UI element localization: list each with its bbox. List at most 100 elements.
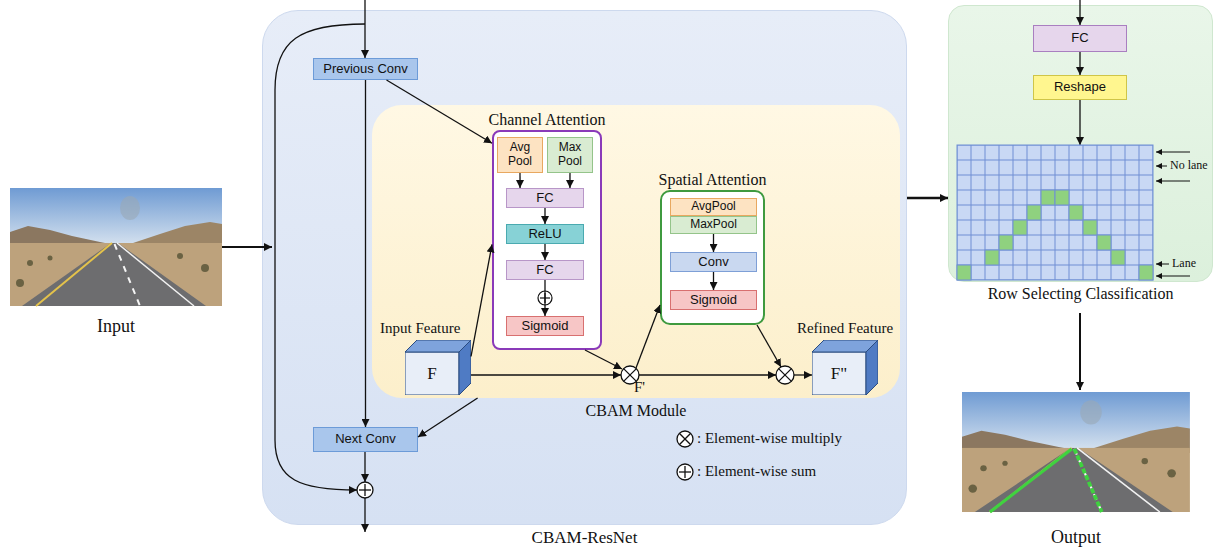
text-holder: : Element-wise multiply xyxy=(697,430,842,447)
flow-arrow xyxy=(544,244,545,260)
multiply-symbol xyxy=(624,369,637,382)
multiply-symbol xyxy=(776,366,794,384)
output-road-photo xyxy=(962,392,1190,512)
legend-sum-symbol xyxy=(684,466,685,478)
heading-holder: CBAM-ResNet xyxy=(532,528,638,548)
row-pointer-arrow xyxy=(1156,152,1190,276)
row-pointer-arrow xyxy=(1156,276,1190,277)
legend-sum-symbol xyxy=(677,464,693,480)
box-label: F" xyxy=(831,364,847,384)
flow-line xyxy=(364,498,365,532)
legend-text: : Element-wise sum xyxy=(697,463,816,480)
multiply-symbol xyxy=(779,369,792,382)
pooling-box: AvgPool xyxy=(670,198,757,216)
input-road-photo xyxy=(10,188,222,306)
box-label: ReLU xyxy=(528,227,561,242)
reshape-box: Reshape xyxy=(1033,75,1127,100)
flow-line xyxy=(1079,0,1080,25)
legend-text: : Element-wise multiply xyxy=(697,430,842,447)
row-anchor-grid xyxy=(1041,190,1055,205)
flow-line xyxy=(1079,100,1080,145)
row-pointer-arrow xyxy=(1156,152,1190,153)
box-label: F xyxy=(427,364,436,384)
block-heading: Spatial Attention xyxy=(659,171,767,189)
flow-line xyxy=(275,24,365,490)
flow-arrow xyxy=(907,197,948,200)
feature-map-cube: Input FeatureF xyxy=(405,340,471,395)
sum-symbol xyxy=(540,297,550,298)
cube-outline xyxy=(405,340,471,395)
text-holder: F' xyxy=(634,379,645,396)
cube-face xyxy=(866,340,878,395)
flow-arrow xyxy=(544,208,545,224)
block-heading: CBAM-ResNet xyxy=(532,528,638,548)
attention-block: Channel AttentionAvg PoolMax PoolFCReLUF… xyxy=(492,130,602,350)
block-heading: Input Feature xyxy=(380,320,460,337)
figure-label: F' xyxy=(634,379,645,396)
legend-sum-symbol xyxy=(677,464,693,480)
feature-map-cube: Refined FeatureF" xyxy=(812,340,878,395)
flow-arrow xyxy=(1079,52,1080,75)
row-anchor-grid xyxy=(957,145,1153,280)
box-label: Previous Conv xyxy=(323,62,408,77)
pooling-box: Max Pool xyxy=(547,137,593,173)
sum-symbol xyxy=(359,489,371,490)
pooling-box: MaxPool xyxy=(670,216,757,234)
flow-line xyxy=(585,350,622,369)
cube-face xyxy=(405,352,459,395)
box-label: FC xyxy=(1071,31,1088,46)
text-holder: Input xyxy=(97,316,135,337)
flow-arrow xyxy=(471,244,492,356)
output-road-photo xyxy=(990,449,1072,512)
legend-multiply-symbol xyxy=(679,433,690,444)
input-road-photo xyxy=(10,188,222,306)
flow-arrow xyxy=(713,272,714,290)
row-pointer-arrow xyxy=(1156,166,1167,167)
flow-arrow xyxy=(519,173,520,188)
flow-line xyxy=(636,305,660,368)
box-label: Avg Pool xyxy=(498,141,542,169)
box-label: FC xyxy=(536,263,553,278)
row-anchor-grid xyxy=(1055,190,1069,205)
multiply-symbol xyxy=(624,369,637,382)
box-label: Max Pool xyxy=(548,141,592,169)
row-anchor-grid xyxy=(1069,205,1083,220)
module-panel: CBAM ModuleChannel AttentionAvg PoolMax … xyxy=(372,105,900,398)
text-holder: No lane xyxy=(1170,159,1208,173)
legend-sum-symbol xyxy=(679,471,691,472)
figure-label: Output xyxy=(1051,527,1101,548)
flow-arrow xyxy=(569,173,570,188)
box-label: Sigmoid xyxy=(690,293,737,308)
flow-arrow xyxy=(544,280,545,316)
flow-line xyxy=(364,0,365,58)
row-pointer-arrow xyxy=(1156,181,1190,182)
flow-line xyxy=(1079,313,1081,390)
figure-label: Input xyxy=(97,316,135,337)
sum-symbol xyxy=(544,293,545,303)
flow-line xyxy=(757,325,781,367)
sum-symbol xyxy=(357,482,373,498)
text-holder: Output xyxy=(1051,527,1101,548)
heading-holder: Spatial Attention xyxy=(659,171,767,189)
multiply-symbol xyxy=(776,366,794,384)
row-anchor-grid xyxy=(1083,220,1097,235)
sum-symbol xyxy=(364,484,365,496)
flow-line xyxy=(364,452,365,482)
output-head-panel: Row Selecting ClassificationFCReshape xyxy=(948,5,1213,282)
figure-label: No lane xyxy=(1170,159,1208,173)
flow-arrow xyxy=(387,80,493,143)
box-label: AvgPool xyxy=(691,200,735,214)
conv-layer-box: Next Conv xyxy=(313,427,418,452)
fc-layer-box: FC xyxy=(1033,25,1127,52)
row-anchor-grid xyxy=(1139,265,1153,280)
multiply-symbol xyxy=(621,366,639,384)
legend-multiply-symbol xyxy=(677,431,693,447)
box-label: Sigmoid xyxy=(522,319,569,334)
flow-line xyxy=(222,0,1080,532)
output-road-photo xyxy=(962,392,1190,512)
sum-symbol xyxy=(538,291,552,305)
sum-symbol xyxy=(357,482,373,498)
multiply-symbol xyxy=(621,366,639,384)
box-label: MaxPool xyxy=(690,218,737,232)
